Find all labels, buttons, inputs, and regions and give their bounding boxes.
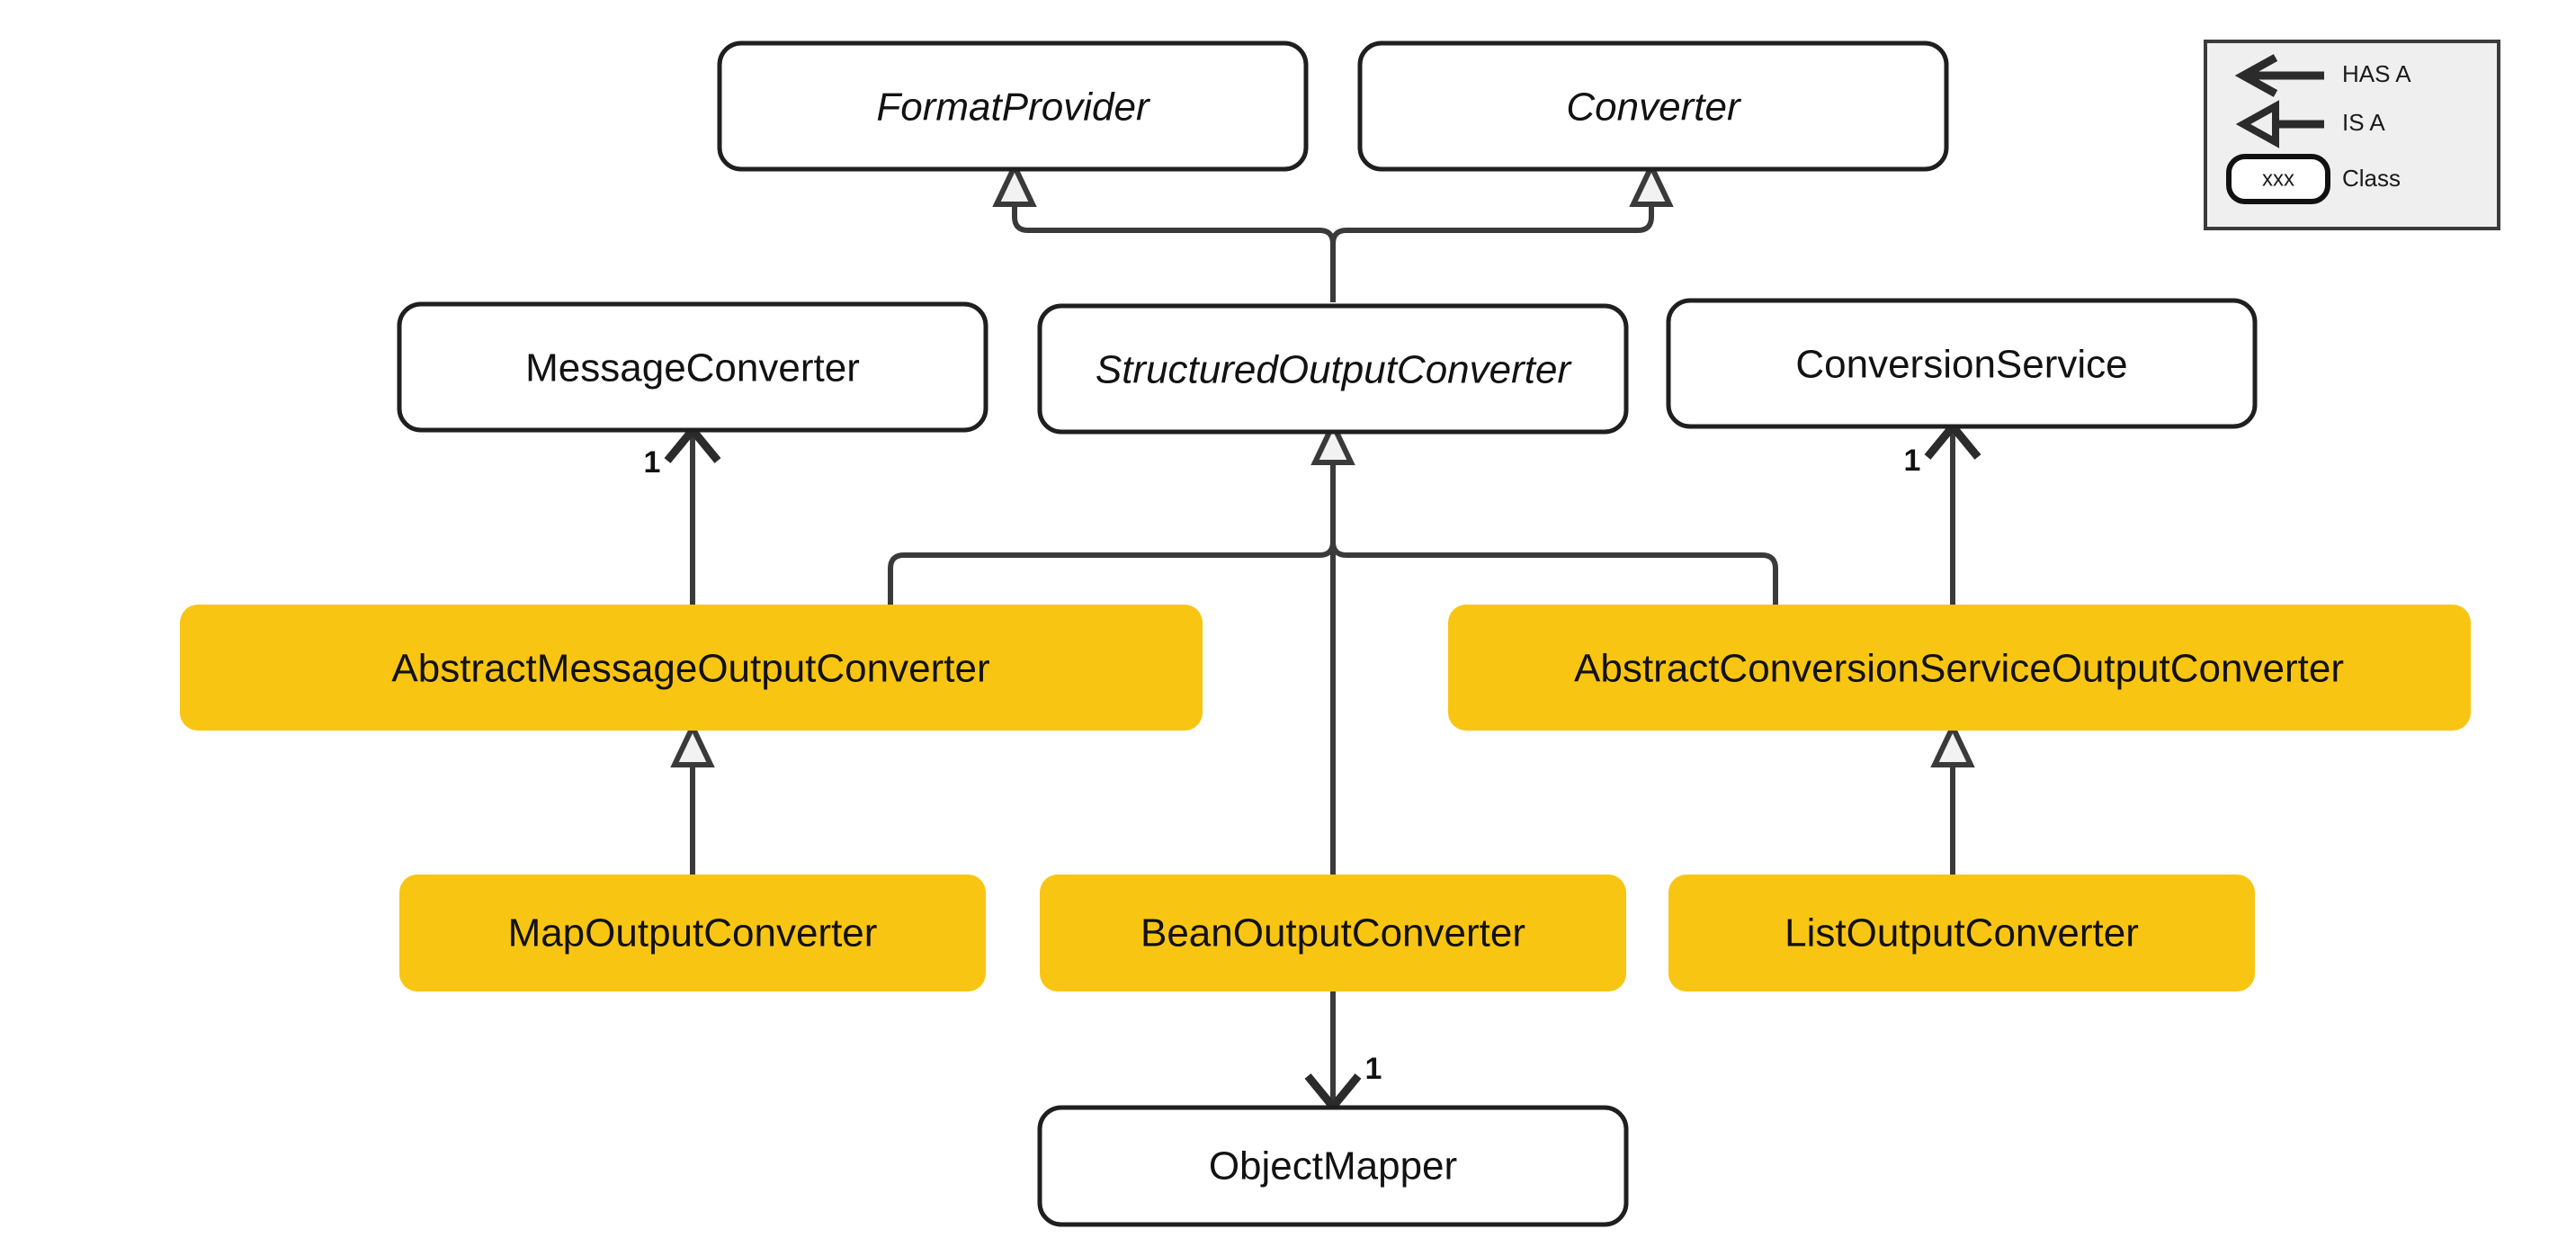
node-object-mapper-box[interactable] bbox=[1037, 1105, 1629, 1227]
node-map-output-converter-box[interactable] bbox=[399, 875, 986, 991]
node-converter-label: Converter bbox=[1566, 85, 1742, 130]
node-message-converter[interactable]: MessageConverter bbox=[397, 301, 988, 433]
edge-structured-to-format-provider bbox=[1012, 201, 1336, 245]
edge-structured-to-converter bbox=[1330, 201, 1654, 245]
node-layer: FormatProvider Converter MessageConverte… bbox=[180, 40, 2471, 1227]
node-structured-output-converter-box[interactable] bbox=[1037, 303, 1629, 435]
edge-layer: 1 1 1 bbox=[644, 160, 1981, 1114]
node-map-output-converter[interactable]: MapOutputConverter bbox=[399, 875, 986, 991]
legend-item-is-a-label: IS A bbox=[2342, 109, 2385, 136]
node-conversion-service-box[interactable] bbox=[1666, 298, 2258, 429]
node-conversion-service-label: ConversionService bbox=[1795, 343, 2127, 387]
node-list-output-converter-label: ListOutputConverter bbox=[1784, 911, 2139, 955]
node-abstract-message-output-converter[interactable]: AbstractMessageOutputConverter bbox=[180, 605, 1203, 731]
node-abstract-conversion-service-output-converter-box[interactable] bbox=[1448, 605, 2471, 731]
node-structured-output-converter-label: StructuredOutputConverter bbox=[1096, 348, 1573, 392]
is-a-arrowhead-format-provider bbox=[992, 160, 1037, 207]
legend-class-chip bbox=[2226, 154, 2330, 204]
edge-abstract-message-to-structured bbox=[888, 541, 1336, 615]
edge-abstract-conversion-to-structured bbox=[1330, 541, 1778, 615]
legend-item-class: xxx Class bbox=[2226, 154, 2401, 204]
node-bean-output-converter[interactable]: BeanOutputConverter bbox=[1040, 875, 1626, 991]
legend-item-class-label: Class bbox=[2342, 165, 2401, 192]
node-list-output-converter-box[interactable] bbox=[1668, 875, 2255, 991]
is-a-arrowhead-abstract-message-output-converter bbox=[670, 721, 715, 767]
legend-class-chip-text: xxx bbox=[2262, 166, 2294, 191]
node-message-converter-label: MessageConverter bbox=[525, 346, 860, 390]
node-object-mapper-label: ObjectMapper bbox=[1209, 1144, 1457, 1189]
multiplicity-object-mapper: 1 bbox=[1365, 1052, 1382, 1086]
legend-item-has-a: HAS A bbox=[2234, 54, 2411, 97]
node-format-provider[interactable]: FormatProvider bbox=[717, 40, 1309, 172]
node-structured-output-converter[interactable]: StructuredOutputConverter bbox=[1037, 303, 1629, 435]
node-abstract-conversion-service-output-converter-label: AbstractConversionServiceOutputConverter bbox=[1574, 647, 2344, 691]
multiplicity-conversion-service: 1 bbox=[1904, 444, 1921, 478]
node-format-provider-box[interactable] bbox=[717, 40, 1309, 172]
node-bean-output-converter-label: BeanOutputConverter bbox=[1140, 911, 1525, 955]
node-converter-box[interactable] bbox=[1357, 40, 1949, 172]
is-a-triangle-icon bbox=[2235, 100, 2279, 148]
node-bean-output-converter-box[interactable] bbox=[1040, 875, 1626, 991]
is-a-arrowhead-abstract-conversion-service-output-converter bbox=[1930, 721, 1975, 767]
multiplicity-message-converter: 1 bbox=[644, 445, 661, 480]
is-a-arrowhead-structured-output-converter bbox=[1310, 418, 1355, 465]
is-a-arrowhead-converter bbox=[1629, 160, 1674, 207]
legend-panel: HAS A IS A xxx Class bbox=[2204, 40, 2500, 230]
legend-item-is-a: IS A bbox=[2235, 100, 2385, 148]
node-abstract-conversion-service-output-converter[interactable]: AbstractConversionServiceOutputConverter bbox=[1448, 605, 2471, 731]
node-message-converter-box[interactable] bbox=[397, 301, 988, 433]
node-converter[interactable]: Converter bbox=[1357, 40, 1949, 172]
node-abstract-message-output-converter-box[interactable] bbox=[180, 605, 1203, 731]
has-a-arrow-icon bbox=[2234, 54, 2278, 97]
node-abstract-message-output-converter-label: AbstractMessageOutputConverter bbox=[391, 647, 989, 691]
node-format-provider-label: FormatProvider bbox=[876, 85, 1151, 130]
node-list-output-converter[interactable]: ListOutputConverter bbox=[1668, 875, 2255, 991]
node-object-mapper[interactable]: ObjectMapper bbox=[1037, 1105, 1629, 1227]
node-map-output-converter-label: MapOutputConverter bbox=[508, 911, 878, 955]
node-conversion-service[interactable]: ConversionService bbox=[1666, 298, 2258, 429]
legend-item-has-a-label: HAS A bbox=[2342, 60, 2411, 87]
